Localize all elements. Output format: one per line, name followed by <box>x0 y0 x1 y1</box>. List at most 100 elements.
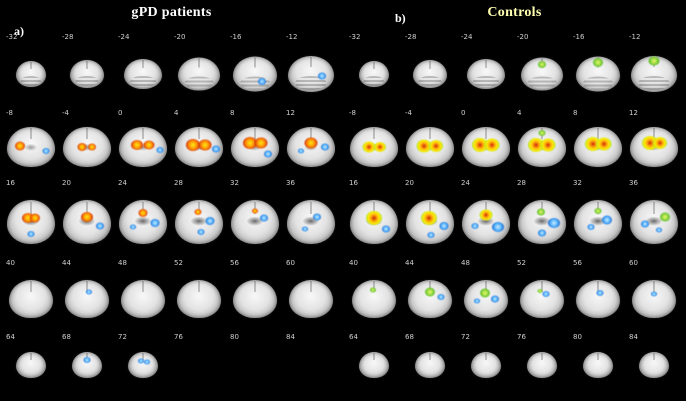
mix-activation-overlay <box>479 209 493 221</box>
slice-z-label: 68 <box>62 333 71 341</box>
green-activation-overlay <box>659 212 670 222</box>
slice-z-label: -28 <box>62 33 74 41</box>
hot-activation-overlay <box>254 137 268 149</box>
cool-activation-overlay <box>601 215 612 225</box>
slice-cell-z4: 4 <box>514 108 570 178</box>
slice-z-label: 44 <box>405 259 414 267</box>
cool-activation-overlay <box>321 143 330 151</box>
slice-z-label: 64 <box>6 333 15 341</box>
cool-activation-overlay <box>150 218 160 227</box>
panel-b-title: Controls <box>487 5 542 20</box>
panel-a-label: a) <box>14 24 24 38</box>
cool-activation-overlay <box>538 229 546 237</box>
cool-activation-overlay <box>83 356 91 363</box>
hot-activation-overlay <box>22 213 35 224</box>
brain-slice <box>471 352 501 378</box>
slice-z-label: 64 <box>349 333 358 341</box>
brain-slice <box>521 57 563 91</box>
brain-slice <box>467 58 505 89</box>
slice-z-label: -4 <box>405 109 412 117</box>
slice-cell-z40: 40 <box>3 258 59 332</box>
slice-cell-z72: 72 <box>115 332 171 392</box>
brain-slice <box>289 279 333 318</box>
slice-z-label: 32 <box>230 179 239 187</box>
cool-activation-overlay <box>258 77 267 85</box>
slice-cell-z24: 24 <box>115 178 171 258</box>
cool-activation-overlay <box>27 231 35 238</box>
slice-cell-z28: 28 <box>171 178 227 258</box>
slice-z-label: -16 <box>573 33 585 41</box>
slice-z-label: 32 <box>573 179 582 187</box>
mix-activation-overlay <box>540 138 556 151</box>
hot-activation-overlay <box>15 141 26 151</box>
slice-cell-z52: 52 <box>514 258 570 332</box>
mix-activation-overlay <box>362 141 376 152</box>
cool-activation-overlay <box>212 145 221 152</box>
slice-cell-z64: 64 <box>3 332 59 392</box>
slice-cell-z12: 12 <box>626 108 682 178</box>
brain-slice <box>462 126 510 167</box>
slice-z-label: 36 <box>629 179 638 187</box>
brain-slice <box>413 59 447 88</box>
slice-cell-z48: 48 <box>115 258 171 332</box>
cool-activation-overlay <box>651 291 657 297</box>
slice-cell-z-20: -20 <box>171 32 227 108</box>
green-activation-overlay <box>538 129 546 136</box>
cool-activation-overlay <box>382 225 391 233</box>
slice-z-label: -20 <box>174 33 186 41</box>
slice-z-label: 76 <box>174 333 183 341</box>
slice-z-label: 4 <box>517 109 522 117</box>
slice-z-label: -4 <box>62 109 69 117</box>
cool-activation-overlay <box>490 295 499 303</box>
slice-cell-z76: 76 <box>514 332 570 392</box>
slice-cell-z-4: -4 <box>59 108 115 178</box>
cool-activation-overlay <box>96 222 105 230</box>
slice-z-label: 20 <box>405 179 414 187</box>
slice-z-label: 68 <box>405 333 414 341</box>
slice-cell-z72: 72 <box>458 332 514 392</box>
cool-activation-overlay <box>130 224 137 230</box>
slice-z-label: 28 <box>174 179 183 187</box>
panel-b-label: b) <box>395 11 406 25</box>
brain-slice <box>630 126 678 167</box>
slice-cell-z-8: -8 <box>3 108 59 178</box>
slice-z-label: 72 <box>461 333 470 341</box>
slice-cell-z-28: -28 <box>402 32 458 108</box>
brain-slice <box>520 279 564 318</box>
cool-activation-overlay <box>205 217 215 226</box>
hot-activation-overlay <box>243 137 258 150</box>
brain-slice <box>175 200 223 244</box>
slice-z-label: 4 <box>174 109 179 117</box>
cool-activation-overlay <box>542 291 550 298</box>
slice-z-label: 24 <box>461 179 470 187</box>
cool-activation-overlay <box>596 289 604 296</box>
slice-z-label: 48 <box>118 259 127 267</box>
mix-activation-overlay <box>652 137 667 150</box>
slice-cell-z56: 56 <box>227 258 283 332</box>
slice-z-label: 16 <box>349 179 358 187</box>
slice-cell-z84: 84 <box>626 332 682 392</box>
hot-activation-overlay <box>186 138 201 151</box>
cool-activation-overlay <box>85 289 92 295</box>
slice-cell-z56: 56 <box>570 258 626 332</box>
slice-z-label: -12 <box>629 33 641 41</box>
slice-z-label: -8 <box>6 109 13 117</box>
slice-z-label: 52 <box>174 259 183 267</box>
hot-activation-overlay <box>198 139 212 150</box>
slice-z-label: -8 <box>349 109 356 117</box>
slice-cell-z16: 16 <box>346 178 402 258</box>
slice-cell-z80: 80 <box>227 332 283 392</box>
mix-activation-overlay <box>484 138 500 152</box>
hot-activation-overlay <box>87 143 96 150</box>
brain-slice <box>359 60 389 87</box>
hot-activation-overlay <box>77 142 87 151</box>
slice-row: -32-28-24-20-16-12 <box>3 32 340 108</box>
